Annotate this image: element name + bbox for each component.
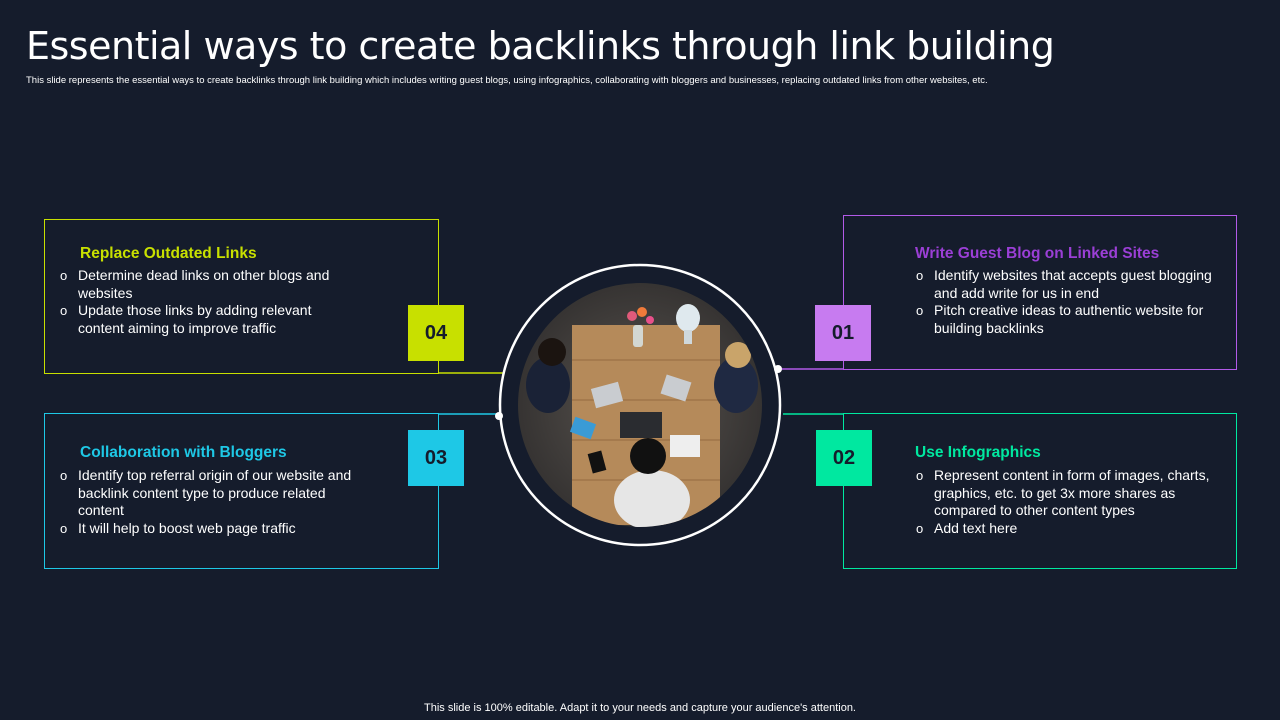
- card-collaboration-bloggers: [44, 413, 439, 569]
- card-guest-bullets: Identify websites that accepts guest blo…: [916, 267, 1221, 337]
- list-item: Represent content in form of images, cha…: [916, 467, 1221, 520]
- ring-dot-right: [774, 365, 782, 373]
- list-item: Add text here: [916, 520, 1221, 538]
- badge-04: 04: [408, 305, 464, 361]
- card-write-guest-blog: [843, 215, 1237, 370]
- badge-03: 03: [408, 430, 464, 486]
- card-replace-bullets: Determine dead links on other blogs and …: [60, 267, 330, 337]
- list-item: Determine dead links on other blogs and …: [60, 267, 330, 302]
- card-info-bullets: Represent content in form of images, cha…: [916, 467, 1221, 537]
- team-meeting-photo: [518, 283, 762, 527]
- list-item: Identify top referral origin of our webs…: [60, 467, 372, 520]
- footer-note: This slide is 100% editable. Adapt it to…: [424, 702, 856, 714]
- list-item: Identify websites that accepts guest blo…: [916, 267, 1221, 302]
- card-collab-title: Collaboration with Bloggers: [80, 444, 287, 461]
- page-subtitle: This slide represents the essential ways…: [26, 75, 988, 86]
- list-item: Pitch creative ideas to authentic websit…: [916, 302, 1221, 337]
- ring-dot-left: [495, 412, 503, 420]
- card-use-infographics: [843, 413, 1237, 569]
- card-collab-bullets: Identify top referral origin of our webs…: [60, 467, 372, 537]
- card-replace-outdated-links: [44, 219, 439, 374]
- badge-01: 01: [815, 305, 871, 361]
- list-item: Update those links by adding relevant co…: [60, 302, 330, 337]
- card-guest-title: Write Guest Blog on Linked Sites: [915, 245, 1160, 262]
- badge-02: 02: [816, 430, 872, 486]
- list-item: It will help to boost web page traffic: [60, 520, 372, 538]
- card-info-title: Use Infographics: [915, 444, 1041, 461]
- page-title: Essential ways to create backlinks throu…: [26, 24, 1055, 68]
- card-replace-title: Replace Outdated Links: [80, 245, 257, 262]
